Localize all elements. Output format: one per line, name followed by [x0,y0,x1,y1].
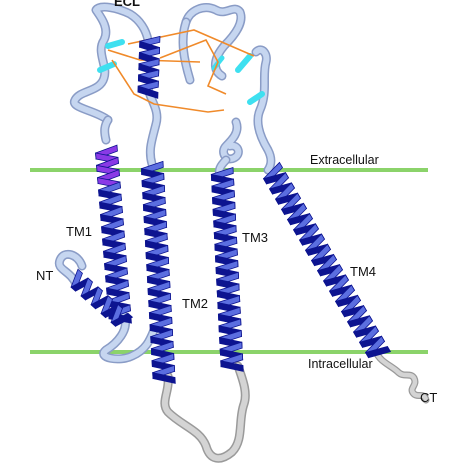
tm3-label: TM3 [242,230,268,245]
tm4-helix-turn-back [364,345,392,359]
tm3-helix-turn-back [220,360,244,372]
tm4-helix [262,161,392,359]
ct-label: CT [420,390,437,405]
nt-helix [70,268,134,327]
nt-helix-turn-back [110,312,134,327]
nt-label: NT [36,268,53,283]
ecl-label: ECL [114,0,140,9]
tm4-label: TM4 [350,264,376,279]
tm2-helix-turn-back [152,372,176,384]
loop-coils [54,2,430,463]
extracellular-label: Extracellular [310,153,379,167]
ecl-helix-turn-back [137,85,159,99]
helices-group [70,35,392,384]
ecl-helix [137,35,161,99]
tm2-label: TM2 [182,296,208,311]
tm3-helix [210,166,244,372]
tm2-helix [140,160,176,384]
intracellular-label: Intracellular [308,357,373,371]
tm1-label: TM1 [66,224,92,239]
